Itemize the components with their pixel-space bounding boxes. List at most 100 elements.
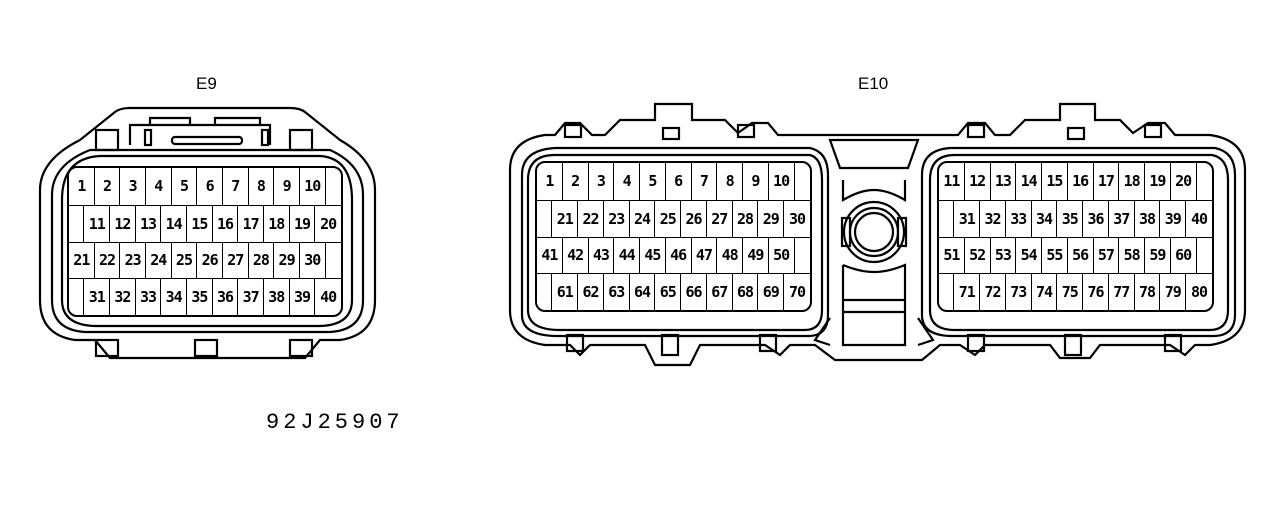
blank-cavity — [537, 274, 553, 310]
pin-cell: 67 — [707, 274, 733, 310]
pin-cell: 32 — [110, 279, 136, 315]
pin-cell: 29 — [274, 242, 300, 279]
pin-cell: 16 — [213, 205, 239, 242]
pin-cell: 70 — [789, 283, 806, 302]
pin-cell: 13 — [991, 163, 1017, 200]
diagram-caption: 92J25907 — [266, 410, 404, 435]
pin-cell: 80 — [1191, 283, 1208, 302]
pin-cell: 59 — [1145, 237, 1171, 274]
pin-cell: 33 — [136, 279, 162, 315]
pin-cell: 5 — [172, 168, 198, 205]
pin-cell: 71 — [954, 274, 981, 310]
pin-cell: 20 — [1171, 163, 1197, 200]
pin-cell: 24 — [146, 242, 172, 279]
blank-cavity — [795, 238, 810, 274]
pin-cell: 49 — [743, 237, 769, 274]
pin-cell: 17 — [238, 205, 264, 242]
pin-cell: 23 — [120, 242, 146, 279]
blank-cavity — [326, 168, 341, 205]
pin-cell: 26 — [681, 200, 707, 237]
pin-cell: 37 — [1109, 200, 1135, 237]
pin-cell: 40 — [1191, 209, 1208, 228]
pin-cell: 77 — [1109, 274, 1135, 310]
e9-housing — [38, 106, 377, 360]
blank-cavity — [537, 200, 553, 237]
pin-cell: 62 — [578, 274, 604, 310]
pin-cell: 2 — [95, 168, 121, 205]
pin-cell: 10 — [769, 163, 795, 200]
pin-cell: 1 — [537, 163, 563, 200]
pin-cell: 58 — [1119, 237, 1145, 274]
pin-cell: 40 — [320, 288, 337, 307]
pin-cell: 57 — [1094, 237, 1120, 274]
pin-cell: 27 — [223, 242, 249, 279]
blank-cavity — [795, 163, 810, 200]
pin-cell: 10 — [300, 168, 326, 205]
pin-cell: 39 — [1160, 200, 1187, 237]
pin-cell: 28 — [249, 242, 275, 279]
pin-cell: 75 — [1057, 274, 1084, 310]
pin-cell: 47 — [692, 237, 718, 274]
pin-cell: 68 — [733, 274, 759, 310]
pin-cell: 37 — [238, 279, 264, 315]
pin-cell: 63 — [604, 274, 630, 310]
blank-cavity — [1197, 238, 1212, 274]
pin-cell: 15 — [1042, 163, 1068, 200]
pin-cell: 32 — [980, 200, 1006, 237]
pin-cell: 30 — [789, 209, 806, 228]
pin-cell: 53 — [991, 237, 1017, 274]
pin-cell: 16 — [1068, 163, 1094, 200]
pin-cell: 74 — [1032, 274, 1058, 310]
pin-cell: 79 — [1160, 274, 1187, 310]
pin-cell: 1 — [69, 168, 95, 205]
pin-cell: 22 — [95, 242, 121, 279]
blank-cavity — [69, 205, 85, 242]
pin-cell: 3 — [120, 168, 146, 205]
pin-cell: 65 — [655, 274, 682, 310]
pin-cell: 7 — [692, 163, 718, 200]
pin-cell: 69 — [758, 274, 785, 310]
pin-cell: 44 — [614, 237, 640, 274]
pin-cell: 46 — [666, 237, 692, 274]
pin-cell: 26 — [197, 242, 223, 279]
pin-cell: 41 — [537, 237, 563, 274]
pin-cell: 50 — [769, 237, 795, 274]
pin-cell: 23 — [604, 200, 630, 237]
pin-cell: 56 — [1068, 237, 1094, 274]
pin-cell: 34 — [1032, 200, 1058, 237]
pin-cell: 39 — [290, 279, 316, 315]
pin-cell: 8 — [717, 163, 743, 200]
pin-cell: 60 — [1171, 237, 1197, 274]
pin-cell: 6 — [666, 163, 692, 200]
pin-cell: 4 — [146, 168, 172, 205]
pin-cell: 34 — [161, 279, 188, 315]
pin-cell: 2 — [563, 163, 589, 200]
pin-cell: 3 — [589, 163, 615, 200]
pin-cell: 38 — [1135, 200, 1161, 237]
pin-cell: 36 — [213, 279, 239, 315]
pin-cell: 38 — [264, 279, 290, 315]
pin-cell: 31 — [84, 279, 111, 315]
e10-housing — [508, 102, 1247, 367]
pin-cell: 6 — [197, 168, 223, 205]
pin-cell: 52 — [965, 237, 991, 274]
pin-cell: 17 — [1094, 163, 1120, 200]
pin-cell: 9 — [743, 163, 769, 200]
pin-cell: 20 — [320, 214, 337, 233]
pin-cell: 64 — [630, 274, 656, 310]
pin-cell: 21 — [69, 242, 95, 279]
pin-cell: 28 — [733, 200, 759, 237]
pin-cell: 35 — [187, 279, 213, 315]
pin-cell: 29 — [758, 200, 785, 237]
pin-cell: 76 — [1083, 274, 1109, 310]
pin-cell: 12 — [110, 205, 136, 242]
blank-cavity — [69, 279, 85, 315]
